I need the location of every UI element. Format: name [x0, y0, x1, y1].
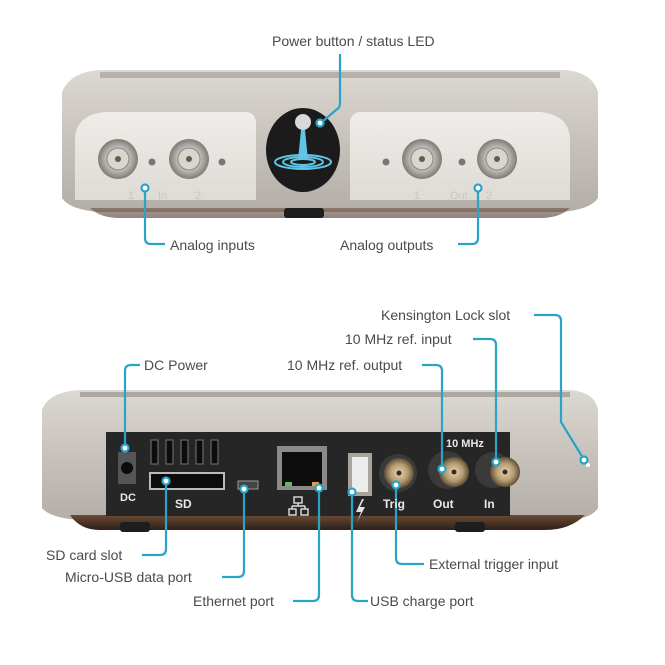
bnc-10mhz-in[interactable] — [475, 452, 520, 488]
bnc-output-2[interactable] — [477, 139, 517, 179]
label-ethernet-port: Ethernet port — [193, 593, 274, 609]
power-button[interactable] — [266, 108, 340, 192]
mark-out: Out — [433, 497, 454, 511]
led-input-1 — [148, 158, 156, 166]
label-10mhz-ref-input: 10 MHz ref. input — [345, 331, 452, 347]
bnc-input-1[interactable] — [98, 139, 138, 179]
mark-trig: Trig — [383, 497, 406, 511]
label-10mhz-ref-output: 10 MHz ref. output — [287, 357, 403, 373]
bnc-trigger[interactable] — [379, 454, 417, 492]
bnc-output-1[interactable] — [402, 139, 442, 179]
led-output-1 — [382, 158, 390, 166]
label-dc-power: DC Power — [144, 357, 208, 373]
mark-in-word: In — [158, 190, 168, 202]
callout-dots — [120, 118, 589, 497]
label-micro-usb: Micro-USB data port — [65, 569, 192, 585]
label-analog-inputs: Analog inputs — [170, 237, 255, 253]
vents — [150, 439, 219, 465]
bnc-input-2[interactable] — [169, 139, 209, 179]
dc-power-jack[interactable] — [118, 452, 136, 484]
sd-card-slot[interactable] — [149, 472, 225, 490]
label-power-button: Power button / status LED — [272, 33, 435, 49]
label-sd-card-slot: SD card slot — [46, 547, 123, 563]
front-unit — [62, 70, 598, 218]
callout-lines — [123, 54, 584, 603]
network-icon — [288, 496, 309, 516]
mark-in-2: 2 — [195, 190, 202, 202]
ethernet-port[interactable] — [277, 446, 327, 490]
mark-dc: DC — [120, 492, 136, 504]
label-external-trigger: External trigger input — [429, 556, 559, 572]
output-panel — [350, 112, 570, 200]
rear-unit — [42, 390, 598, 532]
mark-10mhz: 10 MHz — [446, 438, 484, 450]
label-usb-charge-port: USB charge port — [370, 593, 474, 609]
mark-out-1: 1 — [414, 190, 421, 202]
label-kensington-lock: Kensington Lock slot — [381, 307, 511, 323]
mark-out-word: Out — [450, 190, 468, 202]
lightning-icon — [356, 499, 365, 522]
led-input-2 — [218, 158, 226, 166]
kensington-lock-slot — [586, 463, 590, 467]
mark-sd: SD — [175, 497, 192, 511]
led-output-2 — [458, 158, 466, 166]
bnc-10mhz-out[interactable] — [428, 451, 469, 489]
mark-out-2: 2 — [486, 190, 493, 202]
mark-in-1: 1 — [128, 190, 135, 202]
label-analog-outputs: Analog outputs — [340, 237, 434, 253]
mark-in: In — [484, 497, 495, 511]
